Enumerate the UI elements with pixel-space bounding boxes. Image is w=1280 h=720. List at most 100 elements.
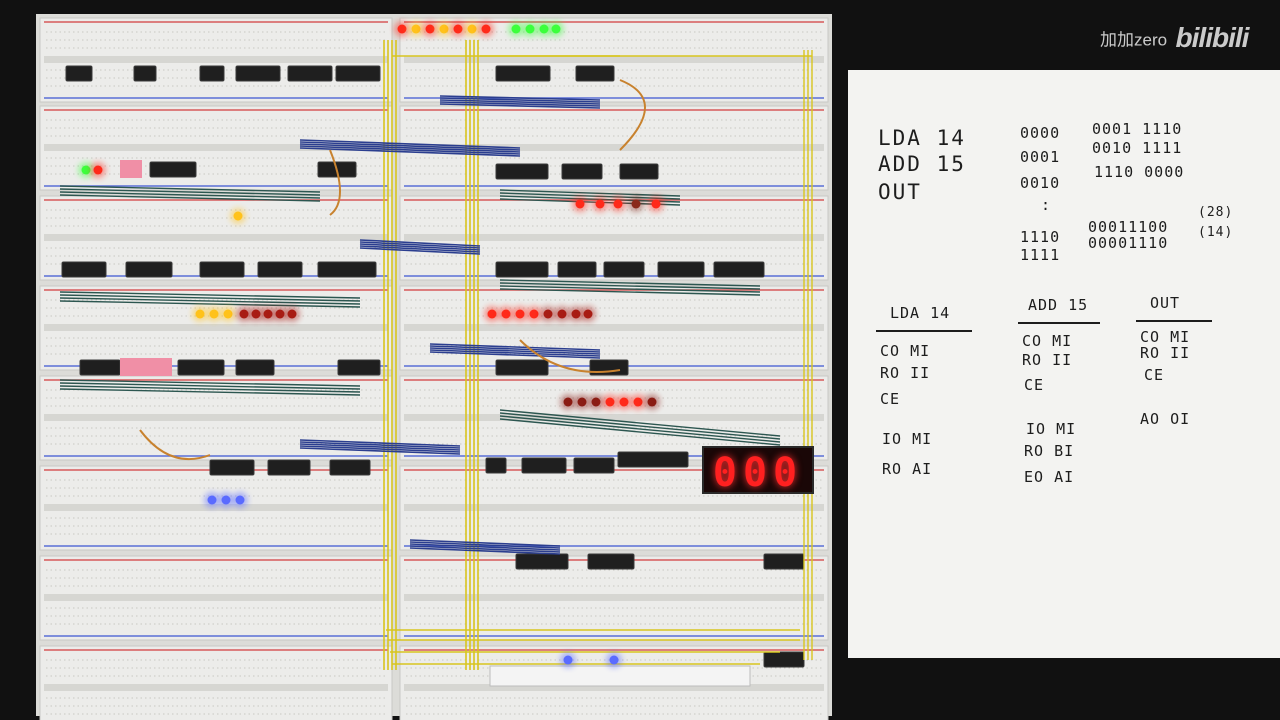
led — [613, 199, 623, 209]
signal-wire — [299, 145, 521, 155]
led — [595, 199, 605, 209]
signal-wire — [359, 241, 481, 249]
ic-chip — [495, 163, 549, 180]
dip-switch — [120, 160, 142, 178]
led — [233, 211, 243, 221]
mem-val: 00011100 — [1088, 218, 1169, 236]
dip-switch — [120, 358, 172, 376]
mem-ellipsis: : — [1041, 196, 1052, 214]
signal-wire — [409, 547, 561, 555]
signal-wire — [59, 297, 361, 305]
micro-step: RO BI — [1024, 442, 1075, 460]
led — [467, 24, 477, 34]
mem-addr: 1110 — [1020, 228, 1061, 246]
mem-addr: 1111 — [1020, 246, 1061, 264]
ic-chips — [61, 65, 805, 687]
center-channel — [44, 144, 388, 151]
micro-title: ADD 15 — [1028, 296, 1089, 314]
led — [609, 655, 619, 665]
signal-wire — [359, 247, 481, 255]
signal-wire — [59, 300, 361, 308]
led — [577, 397, 587, 407]
signal-wire — [439, 99, 601, 105]
jumper-wire — [329, 149, 341, 216]
signal-wire — [299, 147, 521, 157]
center-channel — [404, 56, 824, 63]
ic-chip — [149, 161, 197, 178]
led — [487, 309, 497, 319]
micro-step: RO AI — [882, 460, 933, 478]
ic-chip — [199, 65, 225, 82]
led — [591, 397, 601, 407]
ic-chip — [495, 359, 549, 376]
led — [631, 199, 641, 209]
center-channel — [404, 234, 824, 241]
jumper-wire — [139, 429, 211, 461]
signal-wire — [59, 291, 361, 299]
signal-wire — [439, 101, 601, 107]
program-line-3: OUT — [878, 180, 922, 204]
center-channel — [44, 234, 388, 241]
led — [251, 309, 261, 319]
ic-chip — [257, 261, 303, 278]
signal-wire — [59, 294, 361, 302]
breadboard-strips — [39, 17, 829, 720]
ic-chip — [561, 163, 603, 180]
center-channel — [44, 324, 388, 331]
micro-step: CO MI — [1022, 332, 1073, 350]
signal-wire — [59, 388, 361, 396]
signal-wire — [299, 143, 521, 153]
signal-wire — [59, 191, 321, 199]
signal-wire — [299, 447, 461, 455]
mem-note: (14) — [1198, 225, 1234, 240]
ic-chip — [177, 359, 225, 376]
mem-val: 00001110 — [1088, 234, 1169, 252]
signal-wire — [409, 541, 561, 549]
led — [221, 495, 231, 505]
led — [235, 495, 245, 505]
signal-wire — [59, 188, 321, 196]
mem-val: 0010 1111 — [1092, 139, 1183, 157]
micro-step: CO MI — [880, 342, 931, 360]
led — [563, 397, 573, 407]
ic-chip — [587, 553, 635, 570]
led — [81, 165, 91, 175]
seven-segment-value: 000 — [712, 450, 804, 496]
signal-wire — [429, 345, 601, 353]
ic-chip — [713, 261, 765, 278]
led — [411, 24, 421, 34]
center-channel — [44, 56, 388, 63]
mem-addr: 0001 — [1020, 148, 1061, 166]
led — [511, 24, 521, 34]
signal-wire — [59, 382, 361, 390]
signal-wire — [439, 103, 601, 109]
center-channel — [44, 594, 388, 601]
micro-step: IO MI — [882, 430, 933, 448]
signal-wire — [59, 385, 361, 393]
signal-wire — [359, 239, 481, 247]
led — [439, 24, 449, 34]
led — [571, 309, 581, 319]
led — [209, 309, 219, 319]
micro-title: OUT — [1150, 294, 1181, 312]
micro-rule — [876, 330, 972, 332]
ic-chip — [317, 261, 377, 278]
center-channel — [404, 324, 824, 331]
watermark-user: 加加zero — [1100, 30, 1168, 50]
micro-rule — [1136, 320, 1212, 322]
micro-step: RO II — [880, 364, 931, 382]
ic-chip — [79, 359, 121, 376]
micro-step: RO II — [1140, 344, 1191, 362]
signal-wire — [299, 443, 461, 451]
signal-wire — [409, 543, 561, 551]
signal-wire — [499, 192, 681, 200]
led — [287, 309, 297, 319]
signal-wire — [499, 409, 781, 437]
jumper-wire — [519, 339, 621, 373]
led — [453, 24, 463, 34]
led — [551, 24, 561, 34]
signal-wire — [429, 351, 601, 359]
ic-chip — [573, 457, 615, 474]
micro-rule — [1018, 322, 1100, 324]
ic-chip — [619, 163, 659, 180]
